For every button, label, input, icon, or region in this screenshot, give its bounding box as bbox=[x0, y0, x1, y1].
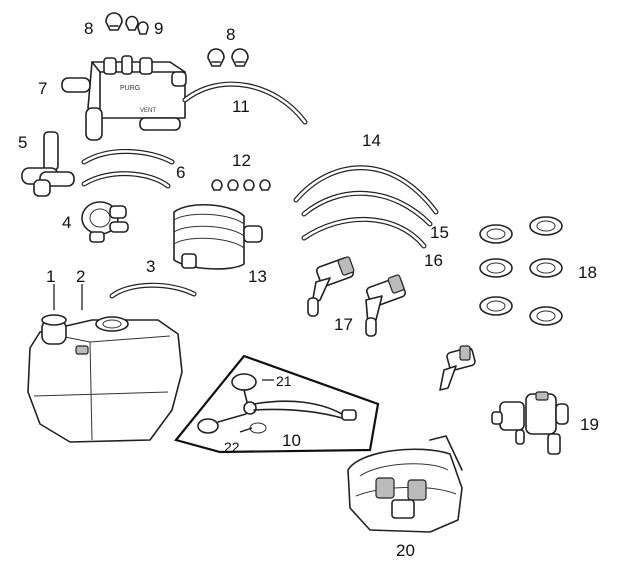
label-10: 10 bbox=[282, 431, 301, 450]
quick-connectors-17 bbox=[307, 256, 407, 337]
hoses-14-15-16 bbox=[293, 165, 439, 249]
hose-11 bbox=[182, 81, 308, 125]
label-18: 18 bbox=[578, 263, 597, 282]
fuel-tank bbox=[27, 314, 183, 443]
label-19: 19 bbox=[580, 415, 599, 434]
tee-connector-5 bbox=[21, 131, 75, 197]
label-6: 6 bbox=[176, 163, 185, 182]
label-2: 2 bbox=[76, 267, 85, 286]
evap-canister: PURG VENT bbox=[61, 55, 187, 141]
label-4: 4 bbox=[62, 213, 71, 232]
pump-module-20 bbox=[347, 435, 463, 533]
label-13: 13 bbox=[248, 267, 267, 286]
fuel-filter-13 bbox=[173, 203, 263, 270]
hoses-6 bbox=[81, 149, 175, 189]
label-3: 3 bbox=[146, 257, 155, 276]
label-15: 15 bbox=[430, 223, 449, 242]
canister-vent-text: VENT bbox=[140, 108, 156, 114]
valve-assembly-19 bbox=[491, 391, 569, 455]
solenoid-valve-4 bbox=[81, 201, 129, 243]
hose-clamps-18 bbox=[479, 216, 563, 326]
label-7: 7 bbox=[38, 79, 47, 98]
label-21: 21 bbox=[276, 373, 292, 389]
clips-12 bbox=[211, 179, 271, 191]
hose-clips-8-right bbox=[207, 48, 249, 67]
hose-clip-9 bbox=[137, 21, 149, 35]
label-9: 9 bbox=[154, 19, 163, 38]
label-12: 12 bbox=[232, 151, 251, 170]
label-8b: 8 bbox=[226, 25, 235, 44]
label-11: 11 bbox=[232, 97, 250, 116]
label-1: 1 bbox=[46, 267, 55, 286]
label-20: 20 bbox=[396, 541, 415, 560]
hose-3 bbox=[109, 282, 197, 299]
label-14: 14 bbox=[362, 131, 381, 150]
sender-kit-box-10 bbox=[174, 354, 380, 454]
hose-clips-8-left bbox=[105, 12, 139, 31]
canister-purge-text: PURG bbox=[120, 85, 140, 92]
label-22: 22 bbox=[224, 439, 240, 455]
quick-connector-single bbox=[439, 345, 476, 391]
label-17: 17 bbox=[334, 315, 353, 334]
label-8a: 8 bbox=[84, 19, 93, 38]
label-5: 5 bbox=[18, 133, 27, 152]
label-16: 16 bbox=[424, 251, 443, 270]
